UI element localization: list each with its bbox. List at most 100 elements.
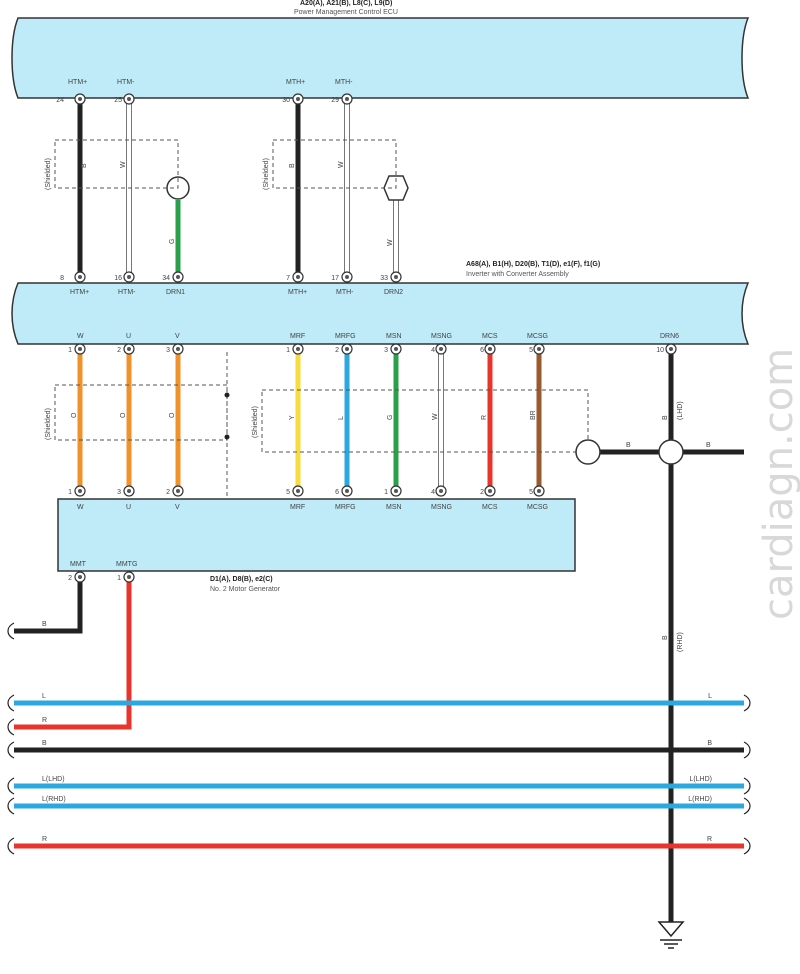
shield-label: (Shielded) [263, 158, 270, 190]
wire-break-mark [7, 741, 15, 759]
terminal-label: DRN1 [166, 289, 185, 296]
wire-color-label: B [289, 163, 296, 168]
wire-color-label: B [81, 163, 88, 168]
terminal-number: 2 [166, 489, 170, 496]
inverter-top-terminals: 8 16 34 7 17 33 HTM+ HTM- DRN1 MTH+ MTH-… [60, 275, 403, 296]
wire-color-label: O [71, 412, 78, 418]
shield-box-4 [261, 389, 589, 453]
terminal-pin-center [669, 347, 673, 351]
wire-color-label: O [120, 412, 127, 418]
terminal-label: V [175, 333, 180, 340]
bus-label-right: L(RHD) [688, 796, 712, 803]
terminal-label: MSNG [431, 333, 452, 340]
terminal-number: 5 [286, 489, 290, 496]
inverter-connector-ids: A68(A), B1(H), D20(B), T1(D), e1(F), f1(… [466, 261, 600, 268]
terminal-number: 25 [114, 97, 122, 104]
bus-label-left: L(LHD) [42, 776, 65, 783]
terminal-pin-center [176, 275, 180, 279]
terminal-label: MCS [482, 333, 498, 340]
terminal-pin-center [78, 97, 82, 101]
bus-label-right: L [708, 693, 712, 700]
terminal-pin-center [394, 489, 398, 493]
wire-color-label: G [169, 239, 176, 244]
terminal-pin-center [296, 489, 300, 493]
terminal-number: 5 [529, 347, 533, 354]
bus-label-left: R [42, 836, 47, 843]
wire-color-label: Y [289, 415, 296, 420]
wire-note: (LHD) [677, 401, 684, 420]
terminal-pin-center [296, 275, 300, 279]
shield-label: (Shielded) [45, 408, 52, 440]
terminal-pin-center [296, 347, 300, 351]
terminal-number: 17 [331, 275, 339, 282]
wire-color-label: W [120, 161, 127, 168]
bus-label-right: B [707, 740, 712, 747]
no2-motor-generator: D1(A), D8(B), e2(C) No. 2 Motor Generato… [57, 498, 576, 593]
terminal-number: 1 [384, 489, 388, 496]
wire-note: (RHD) [677, 632, 684, 652]
terminal-label: MTH+ [286, 79, 305, 86]
terminal-label: MSN [386, 504, 402, 511]
terminal-label: HTM+ [70, 289, 89, 296]
terminal-pin-center [78, 489, 82, 493]
terminal-pin-center [345, 489, 349, 493]
terminal-number: 33 [380, 275, 388, 282]
shield-box-1 [54, 139, 179, 189]
bus-label-left: R [42, 717, 47, 724]
wire-break-mark [743, 741, 751, 759]
terminal-pin-center [394, 275, 398, 279]
terminal-number: 6 [480, 347, 484, 354]
terminal-pin-center [439, 347, 443, 351]
wire-break-mark [7, 797, 15, 815]
terminal-label: MTH- [335, 79, 353, 86]
terminal-number: 2 [117, 347, 121, 354]
terminal-number: 29 [331, 97, 339, 104]
terminal-label: U [126, 333, 131, 340]
bus-label-left: L [42, 693, 46, 700]
terminal-number: 2 [480, 489, 484, 496]
terminal-number: 30 [282, 97, 290, 104]
generator-name: No. 2 Motor Generator [210, 586, 281, 593]
shield-splice [575, 439, 601, 465]
wire-mmt [14, 578, 83, 634]
terminal-number: 24 [56, 97, 64, 104]
terminal-pin-center [488, 489, 492, 493]
terminal-pin-center [537, 347, 541, 351]
shield-box-3 [54, 384, 228, 441]
terminal-label: HTM+ [68, 79, 87, 86]
terminal-pin-center [127, 575, 131, 579]
terminal-number: 3 [166, 347, 170, 354]
terminal-label: U [126, 504, 131, 511]
terminal-number: 2 [68, 575, 72, 582]
terminal-number: 3 [384, 347, 388, 354]
generator-terminals: 1 3 2 5 6 1 4 2 5 W U V MRF MRFG MSN MSN… [68, 489, 548, 582]
shield-box-2 [272, 139, 397, 189]
terminal-label: MRFG [335, 333, 356, 340]
ecu-connector-ids: A20(A), A21(B), L8(C), L9(D) [300, 0, 392, 7]
terminal-label: MMT [70, 561, 87, 568]
terminal-label: W [77, 333, 84, 340]
terminal-pin-center [176, 347, 180, 351]
wire-color-label: R [481, 415, 488, 420]
inverter-with-converter: A68(A), B1(H), D20(B), T1(D), e1(F), f1(… [11, 261, 750, 345]
terminal-number: 34 [162, 275, 170, 282]
terminal-pin-center [537, 489, 541, 493]
generator-connector-ids: D1(A), D8(B), e2(C) [210, 576, 273, 583]
terminal-number: 10 [656, 347, 664, 354]
terminal-label: MRFG [335, 504, 356, 511]
wire-color-label: G [387, 415, 394, 420]
terminal-pin-center [488, 347, 492, 351]
wire-color-label: O [169, 412, 176, 418]
terminal-pin-center [394, 347, 398, 351]
inverter-generator-wires: (Shielded) O O O (Shielded) Y L G W R BR [45, 352, 589, 498]
terminal-number: 6 [335, 489, 339, 496]
drn6-ground-line: B B B (LHD) B (RHD) [575, 352, 744, 949]
wire-break-mark [743, 694, 751, 712]
terminal-label: MCSG [527, 504, 548, 511]
terminal-number: 4 [431, 489, 435, 496]
wire-break-mark [743, 837, 751, 855]
inverter-name: Inverter with Converter Assembly [466, 271, 569, 278]
wire-color-label: B [662, 415, 669, 420]
terminal-number: 2 [335, 347, 339, 354]
bus-label-left: L(RHD) [42, 796, 66, 803]
